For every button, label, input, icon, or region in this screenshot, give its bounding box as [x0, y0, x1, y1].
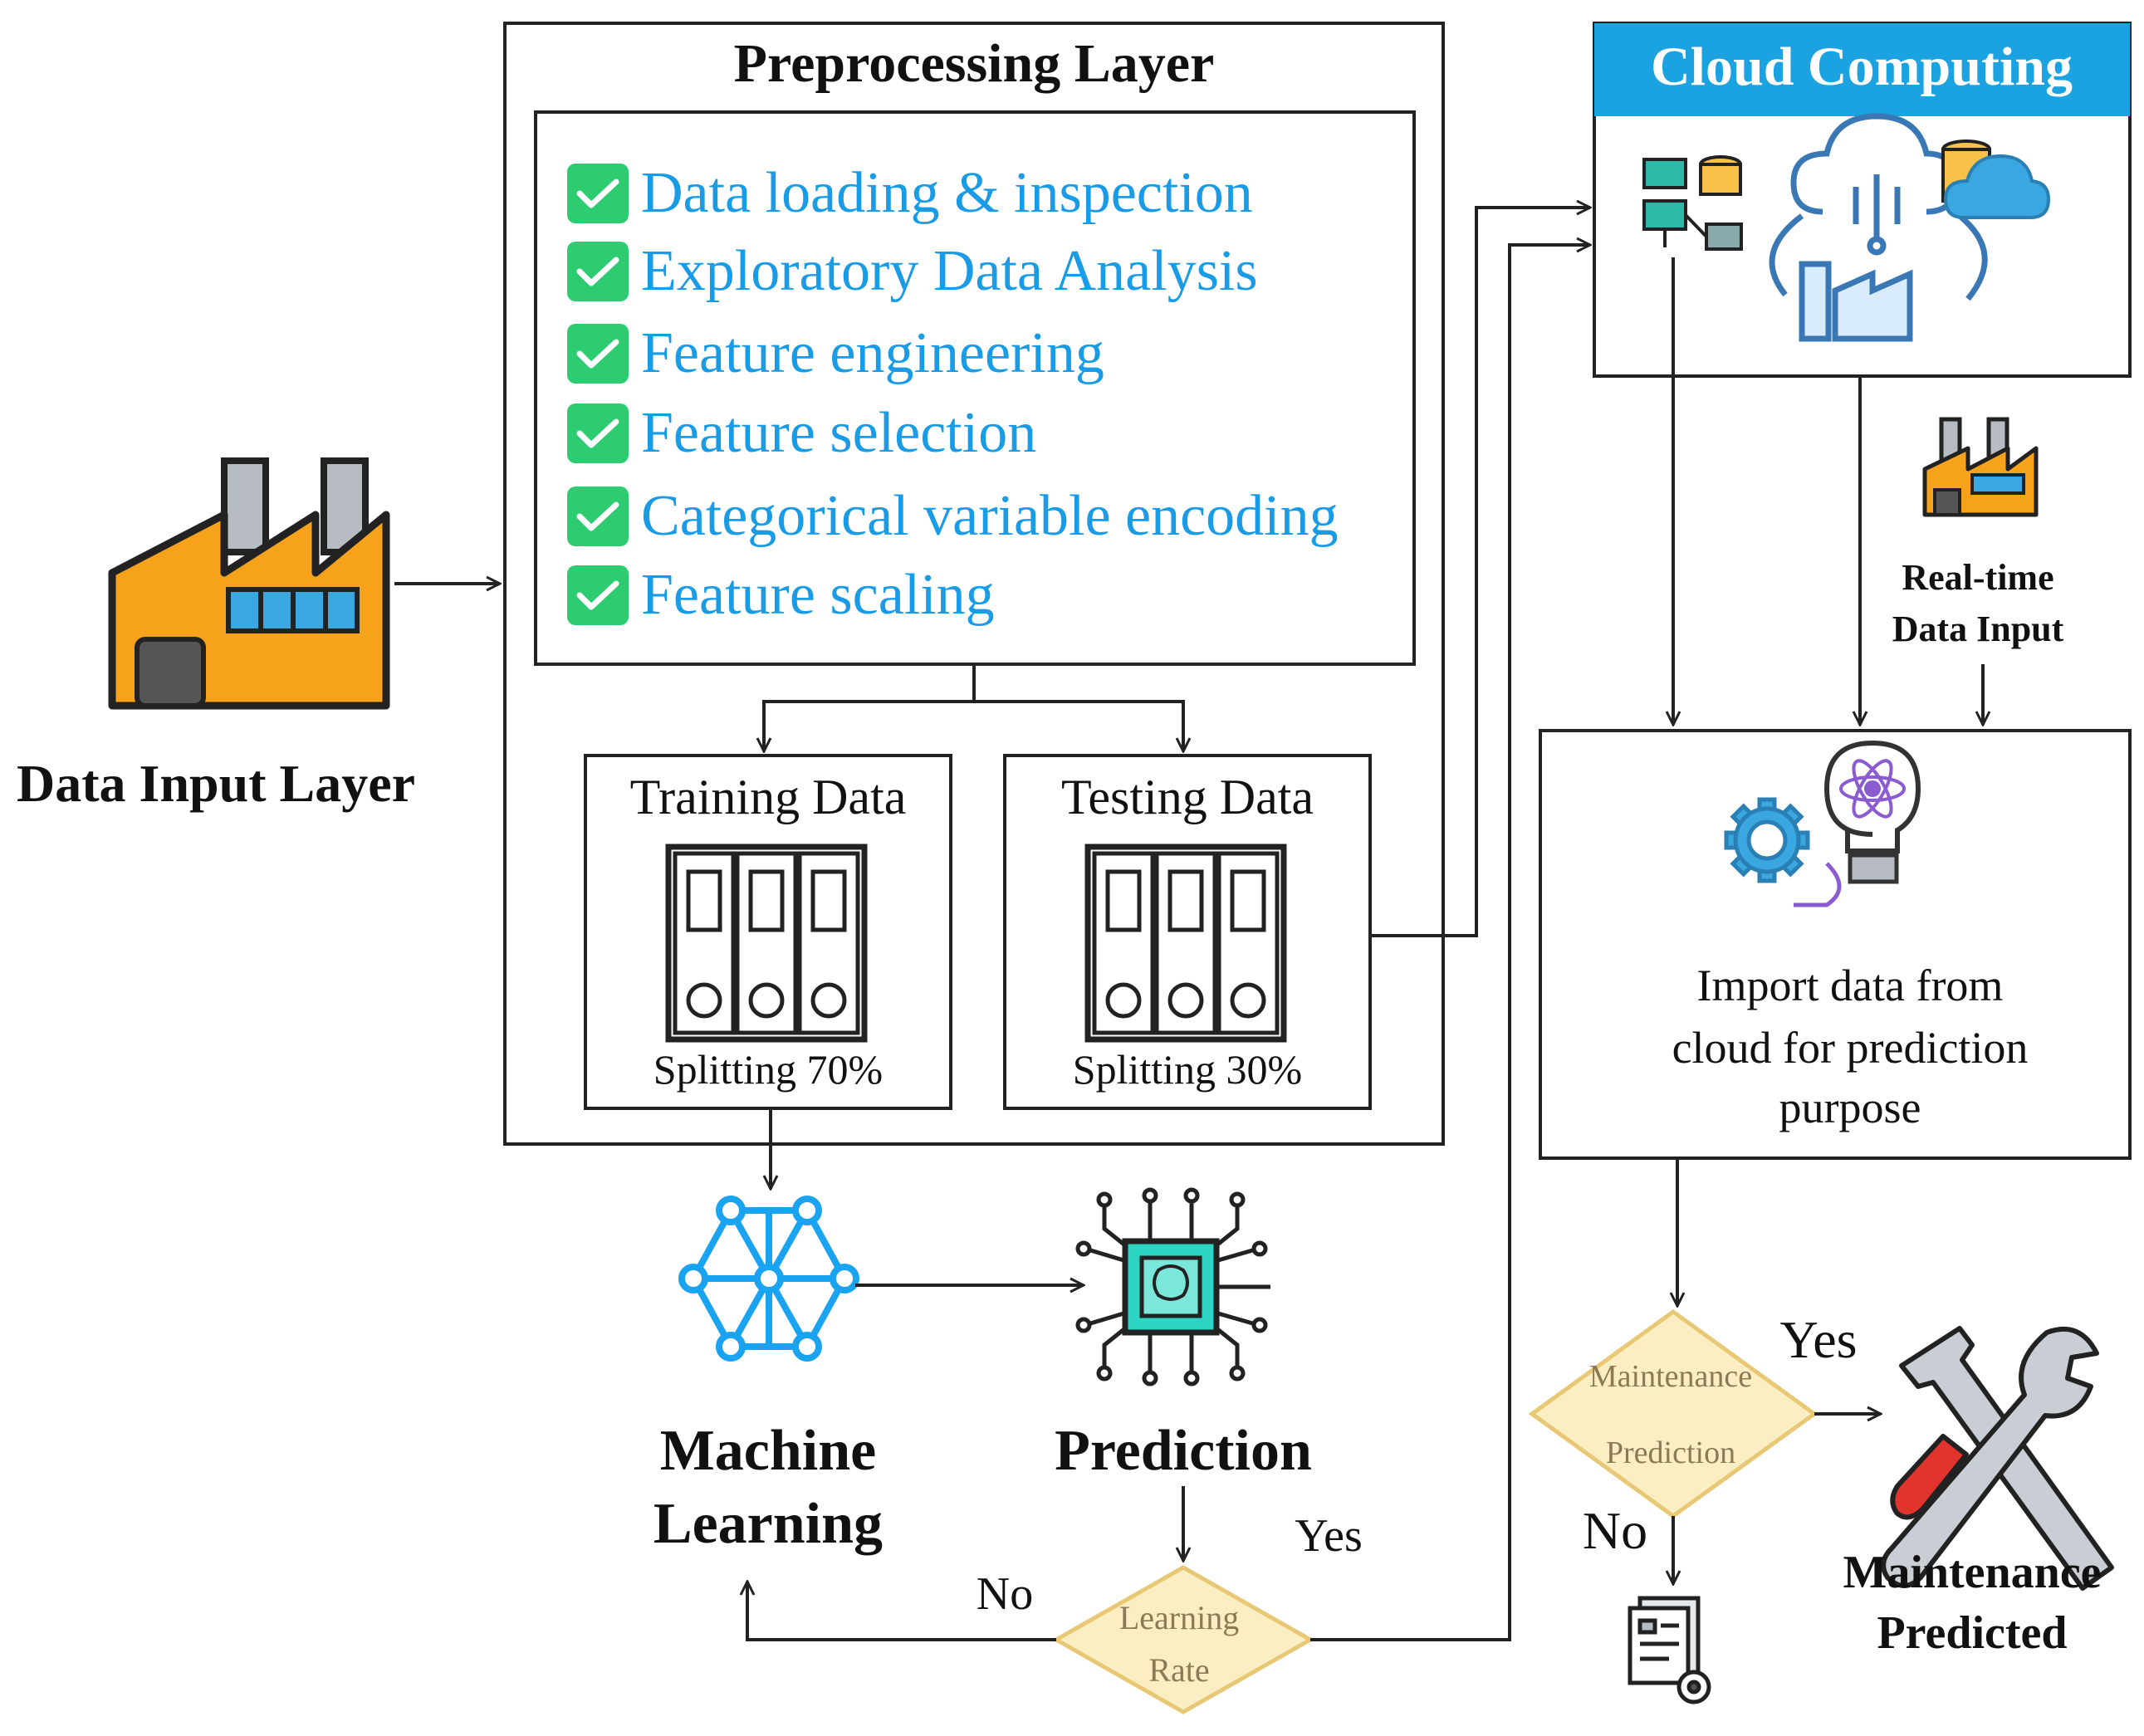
database-server-icon [1642, 155, 1743, 251]
wrench-screwdriver-icon [1881, 1326, 2114, 1591]
ai-chip-icon [1075, 1187, 1270, 1386]
preprocessing-step-label: Exploratory Data Analysis [641, 239, 1258, 303]
import-data-box [1539, 729, 2132, 1160]
learning-rate-line2: Rate [1148, 1651, 1209, 1689]
checkmark-icon [567, 324, 629, 384]
prediction-label: Prediction [1055, 1419, 1312, 1483]
neural-network-icon [678, 1196, 859, 1362]
learning-rate-no-label: No [977, 1568, 1033, 1620]
training-data-title: Training Data [630, 770, 907, 824]
binder-icon [1084, 844, 1287, 1043]
testing-split-label: Splitting 30% [1073, 1046, 1302, 1093]
preprocessing-step: Categorical variable encoding [567, 484, 1339, 548]
training-data-box [584, 754, 952, 1110]
realtime-label-line2: Data Input [1892, 609, 2064, 649]
preprocessing-step: Data loading & inspection [567, 161, 1253, 225]
preprocessing-step: Feature selection [567, 401, 1036, 465]
learning-rate-line1: Learning [1119, 1599, 1239, 1636]
checkmark-glyph [576, 501, 619, 531]
ml-label-line1: Machine [660, 1419, 877, 1483]
maintenance-decision-line2: Prediction [1606, 1435, 1735, 1470]
checkmark-glyph [576, 178, 619, 208]
preprocessing-title: Preprocessing Layer [734, 33, 1215, 94]
preprocessing-layer-box [503, 22, 1445, 1146]
report-document-icon [1628, 1596, 1711, 1704]
preprocessing-step-label: Feature selection [641, 401, 1036, 465]
small-factory-icon [1922, 417, 2039, 517]
binder-icon [665, 844, 868, 1043]
checkmark-icon [567, 487, 629, 546]
testing-data-box [1003, 754, 1372, 1110]
preprocessing-step: Exploratory Data Analysis [567, 239, 1258, 303]
split-connector [764, 664, 976, 751]
maintenance-decision-line1: Maintenance [1589, 1359, 1752, 1394]
import-label-line2: cloud for prediction [1672, 1023, 2029, 1073]
checkmark-glyph [576, 418, 619, 448]
realtime-label-line1: Real-time [1902, 557, 2053, 598]
import-label-line1: Import data from [1697, 961, 2004, 1010]
maintenance-prediction-diamond [1528, 1308, 1818, 1519]
preprocessing-step-label: Feature scaling [641, 563, 995, 627]
preprocessing-step-label: Data loading & inspection [641, 161, 1253, 225]
preprocessing-step-label: Categorical variable encoding [641, 484, 1339, 548]
testing-data-title: Testing Data [1061, 770, 1314, 824]
checkmark-glyph [576, 580, 619, 610]
preprocessing-step-label: Feature engineering [641, 321, 1104, 385]
maintenance-predicted-line1: Maintenance [1843, 1547, 2101, 1598]
maintenance-no-label: No [1583, 1501, 1647, 1560]
preprocessing-step: Feature engineering [567, 321, 1104, 385]
training-split-label: Splitting 70% [653, 1046, 883, 1093]
preprocessing-step: Feature scaling [567, 563, 995, 627]
cloud-computing-title: Cloud Computing [1651, 37, 2073, 97]
learning-rate-diamond [1051, 1565, 1315, 1714]
cloud-computing-header [1594, 23, 2130, 116]
data-input-label: Data Input Layer [17, 754, 415, 813]
maintenance-yes-label: Yes [1779, 1310, 1857, 1369]
split-connector-right [974, 700, 1183, 751]
checkmark-icon [567, 164, 629, 223]
checkmark-glyph [576, 339, 619, 369]
cloud-factory-icon [1769, 113, 1988, 342]
learning-rate-yes-label: Yes [1295, 1510, 1362, 1562]
database-cloud-icon [1941, 139, 2051, 219]
gear-bulb-icon [1724, 740, 1921, 907]
factory-icon [108, 457, 390, 710]
import-label-line3: purpose [1779, 1083, 1921, 1132]
ml-label-line2: Learning [653, 1492, 883, 1556]
arrow-testing-to-cloud [1370, 208, 1590, 937]
arrow-no-back-to-ml [747, 1582, 1056, 1641]
checkmark-glyph [576, 257, 619, 286]
maintenance-predicted-line2: Predicted [1877, 1607, 2067, 1659]
checkmark-icon [567, 565, 629, 625]
checkmark-icon [567, 242, 629, 301]
arrow-yes-to-cloud [1310, 245, 1590, 1641]
checkmark-icon [567, 403, 629, 463]
